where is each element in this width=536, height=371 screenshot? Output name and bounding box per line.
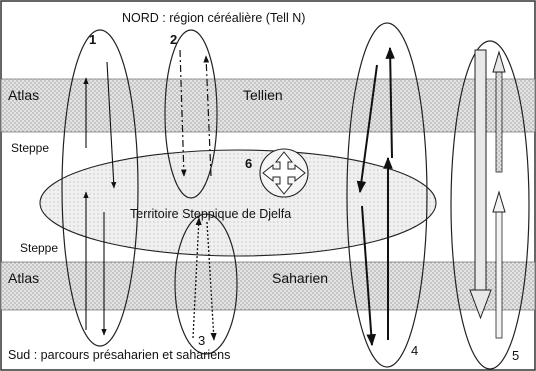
atlas-saharien-band xyxy=(0,261,536,311)
tellien-label: Tellien xyxy=(243,87,283,103)
route-5-arrow-up-top xyxy=(492,50,506,173)
route-2-arrow-down xyxy=(179,49,187,177)
steppe-bottom-label: Steppe xyxy=(20,241,58,255)
route-number-5: 5 xyxy=(512,348,519,363)
route-5-ellipse xyxy=(450,40,530,370)
route-4-ellipse xyxy=(346,22,428,368)
atlas-bottom-label: Atlas xyxy=(8,270,39,286)
south-label: Sud : parcours présaharien et sahariens xyxy=(8,348,230,362)
route-4-arrow-down-bottom xyxy=(361,205,377,347)
route-2-ellipse xyxy=(164,29,218,199)
north-label: NORD : région céréalière (Tell N) xyxy=(122,11,305,25)
route-number-4: 4 xyxy=(411,343,418,358)
atlas-top-label: Atlas xyxy=(8,87,39,103)
route-2-arrow-up xyxy=(203,55,212,177)
steppe-top-label: Steppe xyxy=(11,141,49,155)
route-4-arrow-up xyxy=(385,46,395,159)
route-4-arrow-down xyxy=(356,64,378,194)
saharien-label: Saharien xyxy=(272,270,328,286)
route-number-3: 3 xyxy=(198,333,205,348)
route-5-arrow-up-bottom xyxy=(492,190,506,339)
route-1-arrow-down-top xyxy=(106,61,117,189)
route-5-arrow-down xyxy=(469,49,492,320)
route-3-ellipse xyxy=(174,213,238,355)
atlas-tellien-band xyxy=(0,78,536,133)
territory-label: Territoire Steppique de Djelfa xyxy=(130,207,291,221)
route-number-2: 2 xyxy=(170,32,177,47)
four-way-arrows-icon xyxy=(259,148,309,198)
route-1-ellipse xyxy=(61,29,139,347)
route-3-arrow-up xyxy=(192,217,202,339)
route-number-1: 1 xyxy=(89,32,96,47)
route-number-6: 6 xyxy=(245,156,252,171)
territory-ellipse xyxy=(39,149,437,257)
